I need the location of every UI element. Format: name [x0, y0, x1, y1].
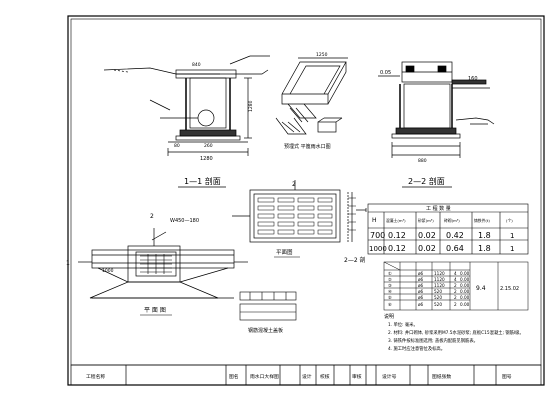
tb-check-label: 校核 — [320, 373, 330, 380]
dim-s1-top: 840 — [192, 62, 201, 68]
note-1: 1. 单位: 毫米。 — [388, 321, 418, 328]
tb-sheet-count-label: 图纸张数 — [432, 373, 451, 380]
rb-r4-c2: 520 — [434, 295, 442, 300]
tb-drawing-no-label: 图号 — [502, 374, 512, 380]
rb-r4-c1: ø6 — [418, 295, 424, 300]
qt-r0-c5: 1 — [510, 232, 514, 240]
rb-r1-c4: 0.00 — [460, 277, 470, 282]
rb-r1-c1: ø6 — [418, 277, 424, 282]
rb-r1-c0: ② — [388, 277, 392, 282]
qt-r1-c0: 1000 — [369, 245, 387, 253]
dim-s1-bottom: 1280 — [200, 156, 213, 162]
rb-r1-c3: 4 — [454, 277, 457, 282]
plan-left-dim: 1000 — [102, 268, 114, 274]
isometric-title: 预埋式 平篦雨水口图 — [284, 143, 331, 150]
title-block-text: 工程名称 图名 雨水口大样图 设计 校核 审核 设计号 图纸张数 图号 — [86, 373, 512, 380]
section-1-1-view — [103, 55, 270, 156]
rb-r1-c2: 1120 — [434, 277, 445, 282]
tb-review-label: 审核 — [352, 373, 362, 380]
rb-r0-c3: 4 — [454, 271, 457, 276]
rb-r0-c2: 1120 — [434, 271, 445, 276]
rebar-total-a: 9.4 — [476, 285, 486, 292]
qt-r0-c2: 0.02 — [418, 231, 436, 240]
note-2: 2. 材料: 井口砌体, 砂浆采用M7.5水泥砂浆; 底板C15混凝土; 钢筋I… — [388, 329, 524, 336]
rb-r5-c1: ø6 — [418, 302, 424, 307]
rb-r3-c3: 2 — [454, 289, 457, 294]
dim-s1-height: 1280 — [248, 100, 254, 112]
tb-project-label: 工程名称 — [86, 373, 105, 380]
rb-r0-c1: ø6 — [418, 271, 424, 276]
dim-s2-top: 0.05 — [380, 70, 391, 76]
note-4: 4. 施工时应注意管位及标高。 — [388, 345, 445, 352]
rebar-table — [383, 261, 529, 311]
dim-s1-sub-b: 260 — [204, 143, 213, 149]
section-2-2-title: 2—2 剖面 — [408, 176, 445, 186]
rb-r0-c4: 0.00 — [460, 271, 470, 276]
note-3: 3. 铸铁件按标准图选用; 盖板内配筋见钢筋表。 — [388, 337, 478, 344]
notes-block: 说明 1. 单位: 毫米。 2. 材料: 井口砌体, 砂浆采用M7.5水泥砂浆;… — [384, 313, 524, 352]
plan-view — [78, 228, 248, 299]
rb-r2-c2: 1120 — [434, 283, 445, 288]
grate-plan-title: 平面图 — [276, 248, 293, 256]
cover-slab-view — [239, 291, 297, 321]
section-1-1-title: 1—1 剖面 — [184, 176, 221, 186]
rb-r5-c0: ⑥ — [388, 302, 392, 307]
rb-r4-c0: ⑤ — [388, 295, 392, 300]
qt-r1-c3: 0.64 — [446, 244, 464, 253]
plan-section-1: 1 — [66, 260, 70, 267]
qt-r1-c2: 0.02 — [418, 244, 436, 253]
quantity-table-title: 工 程 数 量 — [426, 205, 451, 212]
tb-design-no-label: 设计号 — [382, 373, 397, 380]
rb-r4-c4: 0.00 — [460, 295, 470, 300]
rb-r2-c3: 2 — [454, 283, 457, 288]
qt-r1-c4: 1.8 — [478, 244, 491, 253]
rb-r4-c3: 2 — [454, 295, 457, 300]
qt-r0-c0: 700 — [370, 231, 385, 240]
qt-header-5: (个) — [506, 218, 513, 223]
qt-r0-c4: 1.8 — [478, 231, 491, 240]
plan-section-2: 2 — [150, 213, 154, 220]
rb-r2-c0: ③ — [388, 283, 392, 288]
rb-r2-c1: ø6 — [418, 283, 424, 288]
rb-r5-c4: 0.00 — [460, 302, 470, 307]
dim-s2-bottom: 880 — [418, 158, 427, 164]
notes-title: 说明 — [384, 313, 394, 320]
quantity-table — [367, 203, 529, 255]
qt-r0-c3: 0.42 — [446, 231, 464, 240]
rb-r0-c0: ① — [388, 271, 392, 276]
qt-r1-c5: 1 — [510, 245, 514, 253]
isometric-view — [275, 57, 348, 135]
plan-note: W450—180 — [170, 218, 199, 224]
qt-header-1: 混凝土(m³) — [386, 218, 406, 223]
tb-drawing-label: 图名 — [229, 373, 239, 380]
rb-r5-c3: 2 — [454, 302, 457, 307]
side-section-title: 2—2 剖 — [344, 256, 366, 264]
tb-drawing-name: 雨水口大样图 — [250, 373, 279, 380]
plan-view-title: 平 面 图 — [144, 307, 166, 314]
qt-r1-c1: 0.12 — [388, 244, 406, 253]
rb-r3-c4: 0.00 — [460, 289, 470, 294]
grate-plan-view — [232, 180, 367, 243]
tb-design-label: 设计 — [302, 373, 312, 380]
qt-header-4: 铸铁件(t) — [474, 218, 490, 223]
title-block — [70, 364, 542, 386]
qt-header-3: 砖砌(m³) — [444, 218, 460, 223]
cover-slab-title: 钢筋混凝土盖板 — [248, 327, 283, 334]
rb-r3-c2: 520 — [434, 289, 442, 294]
grate-label-2: 2 — [292, 181, 296, 188]
rb-r3-c0: ④ — [388, 289, 392, 294]
section-2-2-view — [378, 61, 495, 158]
qt-r0-c1: 0.12 — [388, 231, 406, 240]
rebar-table-rows: ① ø6 1120 4 0.00 ② ø6 1120 4 0.00 ③ ø6 1… — [388, 271, 470, 307]
rb-r5-c2: 520 — [434, 302, 442, 307]
dim-iso-top: 1250 — [316, 52, 328, 58]
rb-r2-c4: 0.00 — [460, 283, 470, 288]
qt-header-2: 砂浆(m³) — [418, 218, 434, 223]
dim-s1-sub-a: 80 — [174, 143, 180, 149]
dim-s2-right: 160 — [468, 76, 478, 82]
qt-header-0: H — [372, 217, 377, 224]
rebar-total-b: 2.15.02 — [500, 286, 519, 292]
rb-r3-c1: ø6 — [418, 289, 424, 294]
